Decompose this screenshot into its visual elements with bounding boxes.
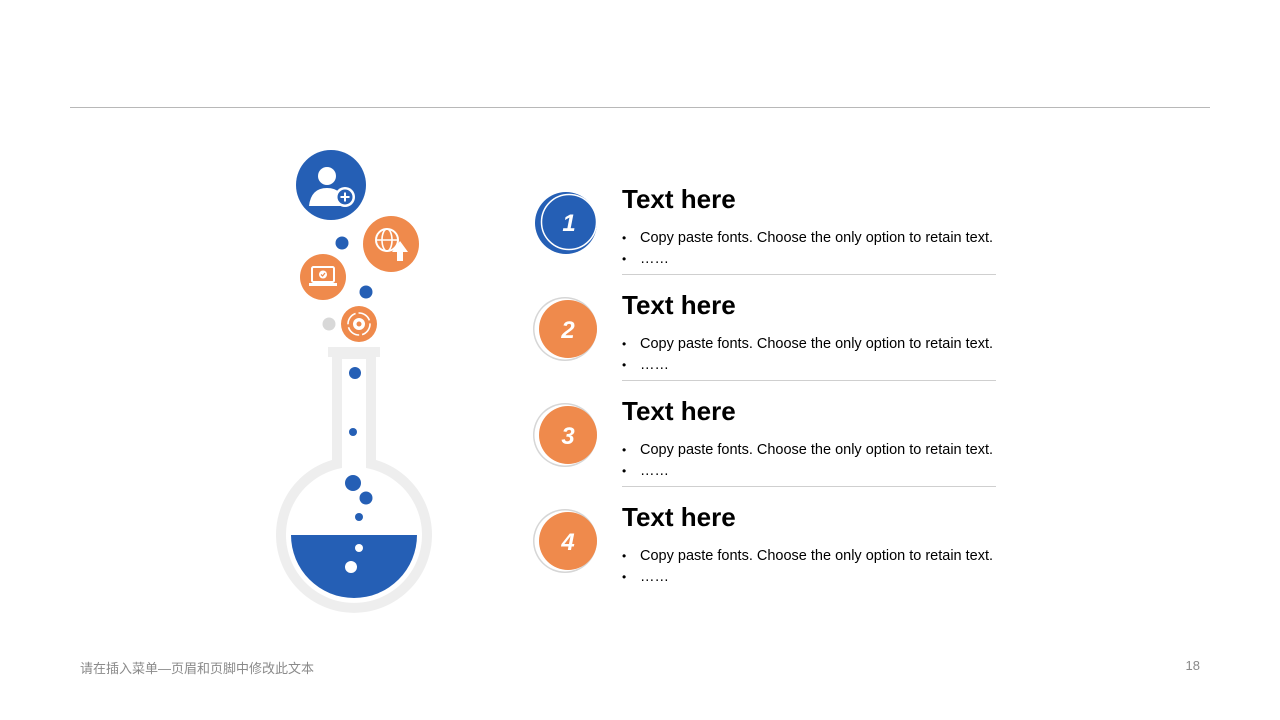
item-divider <box>622 486 996 487</box>
bullet-list: Copy paste fonts. Choose the only option… <box>622 334 993 376</box>
bullet-item: …… <box>622 355 993 376</box>
bullet-list: Copy paste fonts. Choose the only option… <box>622 546 993 588</box>
item-divider <box>622 380 996 381</box>
svg-text:4: 4 <box>560 529 574 556</box>
svg-text:1: 1 <box>562 210 575 237</box>
bullet-item: Copy paste fonts. Choose the only option… <box>622 228 993 249</box>
bullet-item: …… <box>622 461 993 482</box>
item-title: Text here <box>622 502 736 532</box>
add-user-icon <box>296 150 366 220</box>
bullet-item: Copy paste fonts. Choose the only option… <box>622 546 993 567</box>
list-item: 2 Text here Copy paste fonts. Choose the… <box>532 290 1002 402</box>
page-number: 18 <box>1185 658 1200 673</box>
bullet-list: Copy paste fonts. Choose the only option… <box>622 440 993 482</box>
bullet-item: …… <box>622 249 993 270</box>
item-divider <box>622 274 996 275</box>
bullet-list: Copy paste fonts. Choose the only option… <box>622 228 993 270</box>
list-item: 3 Text here Copy paste fonts. Choose the… <box>532 396 1002 508</box>
header-divider <box>70 107 1210 108</box>
svg-text:3: 3 <box>561 423 575 450</box>
bullet-item: Copy paste fonts. Choose the only option… <box>622 334 993 355</box>
bullet-item: …… <box>622 567 993 588</box>
number-badge: 1 <box>535 192 598 254</box>
list-item: 1 Text here Copy paste fonts. Choose the… <box>532 184 1002 296</box>
number-badge: 3 <box>533 403 597 467</box>
number-badge: 4 <box>533 509 597 573</box>
svg-text:2: 2 <box>560 317 575 344</box>
laptop-check-icon <box>300 254 346 300</box>
number-badge: 2 <box>533 297 597 361</box>
globe-upload-icon <box>363 216 419 272</box>
item-title: Text here <box>622 396 736 426</box>
item-title: Text here <box>622 290 736 320</box>
footer-text: 请在插入菜单—页眉和页脚中修改此文本 <box>80 661 315 676</box>
bullet-item: Copy paste fonts. Choose the only option… <box>622 440 993 461</box>
item-title: Text here <box>622 184 736 214</box>
gear-refresh-icon <box>341 306 377 342</box>
list-item: 4 Text here Copy paste fonts. Choose the… <box>532 502 1002 614</box>
